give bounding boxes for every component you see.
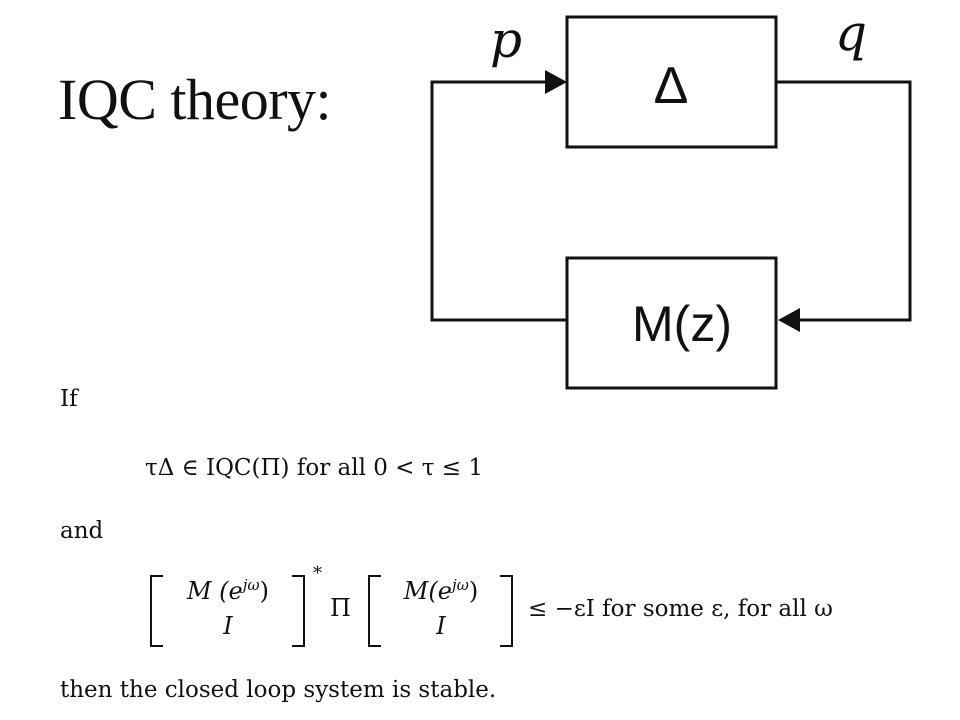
if-word: If [60, 386, 78, 412]
left-matrix-close-bracket [292, 575, 305, 647]
delta-block-label: Δ [654, 57, 689, 115]
forward-path-q [776, 80, 912, 322]
right-matrix-close-bracket [500, 575, 513, 647]
arrow-into-delta [545, 70, 567, 94]
left-matrix-open-bracket [150, 575, 163, 647]
left-matrix-bottom-entry: I [223, 612, 233, 640]
left-matrix-top-entry: M (ejω) [186, 576, 270, 605]
conjugate-transpose-star: * [313, 563, 322, 584]
m-block-label: M(z) [632, 296, 732, 352]
slide-title: IQC theory: [58, 67, 332, 132]
signal-p-label: p [490, 11, 522, 69]
m-block [565, 256, 778, 390]
conclusion: then the closed loop system is stable. [60, 677, 497, 703]
arrow-into-m [778, 308, 800, 332]
condition-1-text: τΔ ∈ IQC(Π) for all 0 < τ ≤ 1 [145, 455, 484, 481]
condition-1: τΔ ∈ IQC(Π) for all 0 < τ ≤ 1 [145, 455, 483, 481]
right-matrix-bottom-entry: I [436, 612, 446, 640]
pi-symbol: Π [330, 594, 351, 622]
inequality-tail: ≤ −εI for some ε, for all ω [528, 596, 833, 622]
right-matrix-top-entry: M(ejω) [403, 576, 479, 605]
signal-q-label: q [835, 4, 867, 62]
and-word: and [60, 518, 104, 544]
feedback-path-p [430, 80, 567, 322]
right-matrix-open-bracket [368, 575, 381, 647]
